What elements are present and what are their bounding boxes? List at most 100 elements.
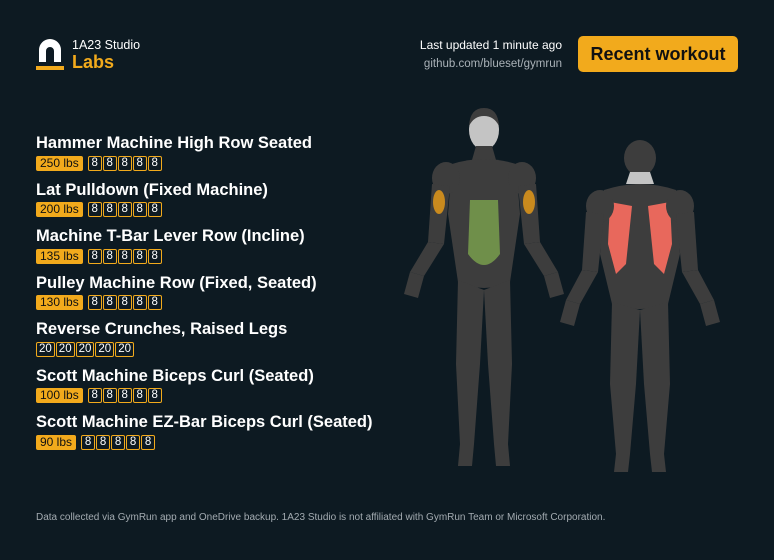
weight-badge: 250 lbs <box>36 155 83 171</box>
rep-count: 8 <box>132 388 147 403</box>
brand-studio: 1A23 Studio <box>72 38 141 52</box>
rep-count: 20 <box>36 341 55 357</box>
front-left-hand <box>404 272 424 298</box>
back-head <box>624 140 656 176</box>
back-left-upper-arm <box>582 212 604 272</box>
rep-count: 8 <box>147 388 162 403</box>
front-right-foot <box>494 444 510 466</box>
workout-item: Pulley Machine Row (Fixed, Seated) 130 lb… <box>36 274 396 321</box>
front-hair <box>469 108 499 126</box>
back-right-leg <box>640 302 670 454</box>
rep-count: 8 <box>87 295 102 310</box>
rep-count: 8 <box>117 202 132 217</box>
back-right-hand <box>700 300 720 326</box>
front-right-leg <box>484 280 512 444</box>
rep-count: 8 <box>102 295 117 310</box>
rep-count: 8 <box>126 434 141 450</box>
rep-count: 8 <box>96 434 111 450</box>
workout-name: Scott Machine EZ-Bar Biceps Curl (Seated… <box>36 413 373 431</box>
back-right-foot <box>650 454 666 472</box>
arch-logo-icon <box>36 39 64 70</box>
rep-count: 8 <box>147 202 162 217</box>
back-neck <box>626 172 654 184</box>
front-left-biceps <box>433 190 445 214</box>
weight-badge: 100 lbs <box>36 388 83 403</box>
workout-item: Scott Machine Biceps Curl (Seated)100 lb… <box>36 367 396 414</box>
front-right-hand <box>544 272 564 298</box>
rep-count: 8 <box>132 248 147 264</box>
front-head <box>469 110 499 150</box>
weight-badge: 130 lbs <box>36 295 83 310</box>
workout-item: Scott Machine EZ-Bar Biceps Curl (Seated… <box>36 413 396 460</box>
rep-count: 8 <box>117 388 132 403</box>
back-right-lat <box>648 202 672 274</box>
repo-link[interactable]: github.com/blueset/gymrun <box>423 58 562 70</box>
footer-disclaimer: Data collected via GymRun app and OneDri… <box>36 512 606 523</box>
rep-count: 8 <box>87 248 102 264</box>
rep-count: 20 <box>55 341 75 357</box>
rep-count: 8 <box>117 295 132 310</box>
back-left-foot <box>614 454 630 472</box>
workout-name: Pulley Machine Row (Fixed, Seated) <box>36 273 317 292</box>
rep-count: 20 <box>115 341 134 357</box>
rep-count: 8 <box>141 434 156 450</box>
rep-count: 8 <box>102 388 117 403</box>
rep-count: 8 <box>102 202 117 217</box>
front-abs <box>468 200 500 265</box>
weight-badge: 90 lbs <box>36 434 77 450</box>
front-right-forearm <box>524 242 558 276</box>
brand-labs: Labs <box>72 52 115 72</box>
update-info: Last updated 1 minute ago github.com/blu… <box>420 38 562 71</box>
front-right-biceps <box>523 190 535 214</box>
rep-count: 8 <box>117 248 132 264</box>
workout-item: Machine T-Bar Lever Row (Incline) 135 lbs… <box>36 227 396 274</box>
rep-count: 8 <box>102 155 117 171</box>
workout-name: Machine T-Bar Lever Row (Incline) <box>36 227 305 245</box>
rep-count: 8 <box>102 248 117 264</box>
recent-workout-button[interactable]: Recent workout <box>578 36 738 72</box>
rep-count: 8 <box>132 202 147 217</box>
front-left-foot <box>458 444 474 466</box>
back-body-figure <box>560 140 720 472</box>
weight-badge: 135 lbs <box>36 248 83 264</box>
brand: 1A23 Studio Labs <box>36 36 140 72</box>
rep-count: 8 <box>81 434 96 450</box>
rep-count: 8 <box>147 155 162 171</box>
rep-count: 20 <box>95 341 115 357</box>
workout-name: Hammer Machine High Row Seated <box>36 134 312 152</box>
workout-name: Lat Pulldown (Fixed Machine) <box>36 180 268 199</box>
workout-name: Reverse Crunches, Raised Legs <box>36 320 288 338</box>
rep-count: 8 <box>117 155 132 171</box>
last-updated-text: Last updated 1 minute ago <box>419 38 562 52</box>
front-body-figure <box>404 108 564 466</box>
rep-count: 8 <box>111 434 126 450</box>
back-left-lat <box>608 202 632 274</box>
rep-count: 8 <box>87 155 102 171</box>
front-left-leg <box>456 280 484 444</box>
back-left-forearm <box>566 270 598 304</box>
back-right-forearm <box>682 270 714 304</box>
rep-count: 8 <box>132 295 147 310</box>
rep-count: 8 <box>87 202 102 217</box>
rep-count: 20 <box>75 341 95 357</box>
muscle-map <box>404 108 720 472</box>
weight-badge: 200 lbs <box>36 202 83 217</box>
brand-text: 1A23 Studio Labs <box>72 36 140 72</box>
back-right-upper-arm <box>676 212 698 272</box>
